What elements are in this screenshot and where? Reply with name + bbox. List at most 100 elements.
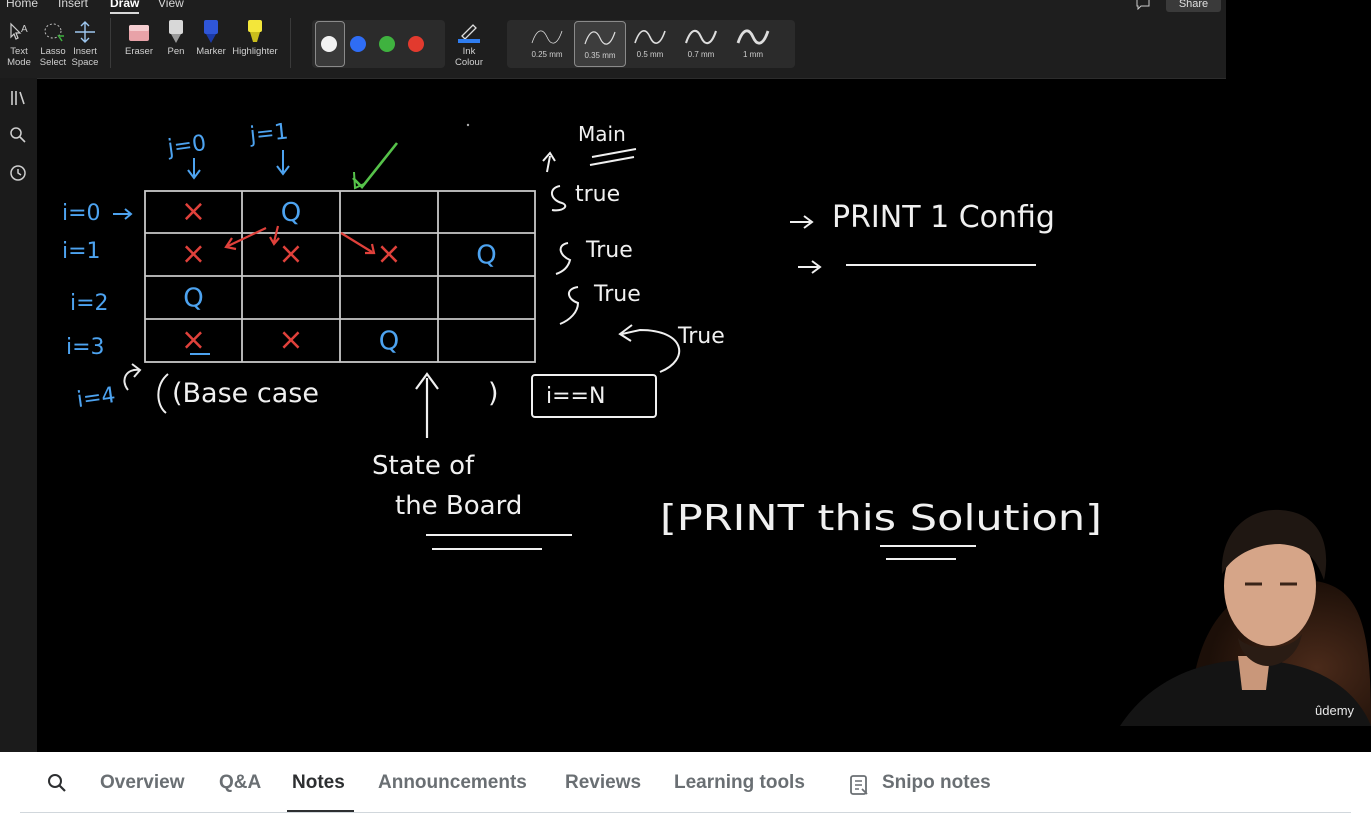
pen-label: Pen (167, 46, 185, 57)
color-swatch-blue[interactable] (350, 36, 366, 52)
search-icon[interactable] (47, 773, 67, 793)
text-mode-label: Text Mode (7, 46, 31, 68)
lasso-select-label: Lasso Select (39, 46, 67, 68)
share-button[interactable]: Share (1166, 0, 1221, 12)
course-tabs: Overview Q&A Notes Announcements Reviews… (0, 752, 1371, 821)
toolbar-divider (290, 18, 291, 68)
recent-clock-icon[interactable] (9, 164, 27, 182)
return-label: True (677, 324, 725, 349)
return-label: true (575, 182, 620, 207)
thickness-group: 0.25 mm 0.35 mm 0.5 mm 0.7 mm 1 mm (507, 20, 795, 68)
pen-tool[interactable]: Pen (162, 20, 190, 58)
menu-draw[interactable]: Draw (110, 0, 140, 14)
thickness-option[interactable]: 0.25 mm (522, 21, 572, 65)
print-solution-label: [PRINT this Solution] (660, 498, 1102, 539)
comment-icon[interactable] (1136, 0, 1150, 10)
stroke-icon (531, 30, 563, 44)
queen-mark: Q (476, 241, 496, 271)
tab-qa[interactable]: Q&A (219, 772, 262, 793)
ink-colour-tool[interactable]: Ink Colour (448, 20, 490, 68)
onenote-toolbar: Home Insert Draw View A Text Mode Lasso … (0, 0, 1226, 79)
main-underline (589, 148, 637, 166)
tab-notes[interactable]: Notes (292, 772, 345, 793)
row-label: i=0 (62, 201, 101, 226)
thickness-label: 0.25 mm (531, 50, 563, 59)
beard-shape (1238, 634, 1302, 666)
video-player[interactable]: Home Insert Draw View A Text Mode Lasso … (0, 0, 1371, 752)
thickness-option[interactable]: 0.5 mm (625, 21, 675, 65)
tab-overview[interactable]: Overview (100, 772, 185, 793)
insert-space-label: Insert Space (71, 46, 99, 68)
text-mode-tool[interactable]: A Text Mode (4, 20, 34, 68)
search-icon[interactable] (9, 126, 27, 144)
active-tab-indicator (287, 810, 354, 813)
board-cells: ×Q×××QQ××Q (181, 194, 497, 358)
red-arrow-icon (269, 225, 280, 246)
notebooks-icon[interactable] (9, 89, 27, 107)
down-arrow-icon (276, 150, 290, 176)
queen-mark: Q (281, 198, 301, 228)
eraser-icon (129, 25, 149, 41)
marker-tool[interactable]: Marker (194, 20, 228, 58)
highlighter-label: Highlighter (232, 46, 278, 57)
thickness-label: 0.7 mm (687, 50, 715, 59)
thickness-option[interactable]: 0.7 mm (676, 21, 726, 65)
tab-announcements[interactable]: Announcements (378, 772, 527, 793)
right-arrow-icon (790, 215, 814, 229)
tabs-divider (20, 812, 1351, 813)
highlighter-icon (248, 20, 262, 42)
face-shape (1224, 526, 1316, 646)
down-arrow-icon (187, 158, 201, 180)
stroke-icon (685, 29, 717, 45)
whiteboard-canvas: ×Q×××QQ××Q j=0 j=1 i=0 i=1 i=2 i=3 i=4 M… (62, 119, 1102, 560)
red-arrow-icon (340, 232, 376, 255)
svg-text:A: A (21, 24, 28, 35)
return-values: true True True True (575, 182, 725, 349)
color-swatch-red[interactable] (408, 36, 424, 52)
state-underline (426, 534, 572, 550)
eraser-tool[interactable]: Eraser (120, 20, 158, 58)
row-label: i=4 (75, 383, 117, 413)
insert-space-tool[interactable]: Insert Space (70, 20, 100, 68)
board-grid (144, 190, 536, 363)
open-paren (157, 373, 169, 414)
lasso-select-tool[interactable]: Lasso Select (37, 20, 69, 68)
highlighter-tool[interactable]: Highlighter (230, 20, 280, 58)
tab-reviews[interactable]: Reviews (565, 772, 642, 793)
thickness-option[interactable]: 1 mm (728, 21, 778, 65)
menu-home[interactable]: Home (6, 0, 39, 10)
state-line-2: the Board (395, 491, 522, 521)
cross-mark: × (278, 237, 303, 272)
return-arrows (551, 185, 681, 373)
marker-icon (204, 20, 218, 43)
pen-color-group (312, 20, 445, 68)
cross-mark: × (181, 323, 206, 358)
return-arrow-icon (551, 185, 567, 212)
ink-colour-icon (458, 24, 480, 43)
insert-space-icon (75, 21, 95, 43)
udemy-watermark: ûdemy (1315, 703, 1355, 718)
curved-arrow-icon (123, 363, 142, 391)
color-swatch-white[interactable] (321, 36, 337, 52)
stroke-icon (584, 31, 616, 45)
tab-learning-tools[interactable]: Learning tools (674, 772, 805, 793)
snipo-notes-icon (850, 775, 868, 795)
right-arrow-icon (798, 260, 822, 274)
condition-box (531, 374, 657, 418)
red-arrow-icon (224, 227, 267, 251)
tab-snipo-notes[interactable]: Snipo notes (882, 772, 991, 793)
cross-mark: × (376, 237, 401, 272)
color-swatch-green[interactable] (379, 36, 395, 52)
main-label: Main (578, 122, 626, 146)
col-label: j=1 (248, 119, 290, 148)
print-config-label: PRINT 1 Config (832, 200, 1055, 235)
thickness-option-selected[interactable]: 0.35 mm (574, 21, 626, 67)
stroke-icon (736, 29, 770, 45)
return-arrow-icon (559, 286, 580, 325)
cross-mark: × (278, 323, 303, 358)
menu-view[interactable]: View (158, 0, 184, 10)
onenote-sidebar: PN (0, 78, 37, 752)
menu-insert[interactable]: Insert (58, 0, 89, 10)
stroke-icon (634, 30, 666, 44)
pen-icon (169, 20, 183, 43)
